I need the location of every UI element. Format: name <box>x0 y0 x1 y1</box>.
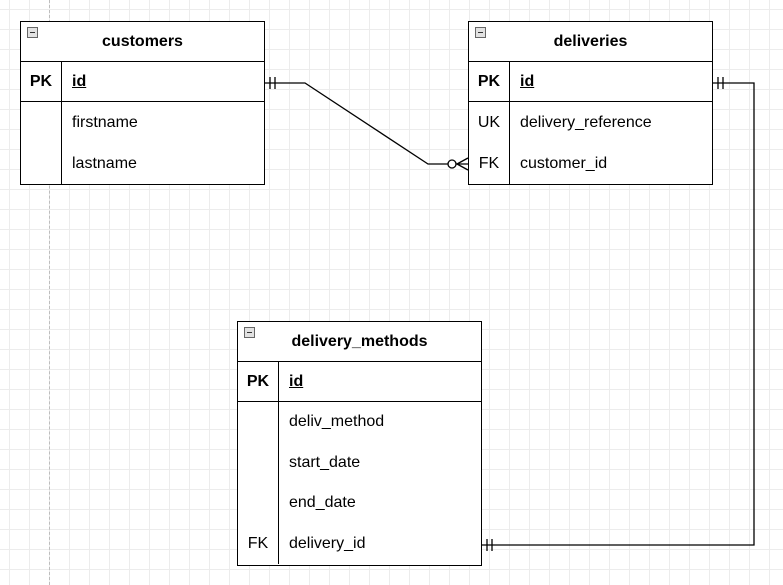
field-name: customer_id <box>520 154 608 172</box>
field-name: deliv_method <box>289 413 385 431</box>
field-row[interactable]: FK customer_id <box>469 143 712 184</box>
table-customers[interactable]: customers PK id firstname lastname <box>20 21 265 185</box>
relationship-deliveries-delivery-methods[interactable] <box>482 77 755 551</box>
collapse-icon[interactable] <box>475 27 486 38</box>
collapse-icon[interactable] <box>27 27 38 38</box>
key-label: FK <box>478 154 500 172</box>
field-name: delivery_id <box>289 534 366 552</box>
crow-foot-prong <box>456 157 469 165</box>
table-body: PK id deliv_method start_date end_date F… <box>238 362 481 564</box>
table-header[interactable]: customers <box>21 22 264 62</box>
table-title: customers <box>102 32 183 50</box>
key-label: PK <box>29 72 53 90</box>
field-row[interactable]: lastname <box>21 143 264 184</box>
key-label: PK <box>477 72 501 90</box>
crow-foot-prong <box>456 163 469 171</box>
collapse-icon[interactable] <box>244 327 255 338</box>
table-title: deliveries <box>553 32 628 50</box>
table-body: PK id UK delivery_reference FK customer_… <box>469 62 712 184</box>
field-name: id <box>520 72 535 90</box>
key-label: PK <box>246 372 270 390</box>
field-name: delivery_reference <box>520 113 652 131</box>
field-row[interactable]: UK delivery_reference <box>469 102 712 143</box>
field-name: firstname <box>72 113 138 131</box>
field-name: end_date <box>289 494 356 512</box>
field-row[interactable]: start_date <box>238 443 481 484</box>
table-delivery-methods[interactable]: delivery_methods PK id deliv_method star… <box>237 321 482 566</box>
field-name: id <box>289 372 304 390</box>
field-name: lastname <box>72 154 137 172</box>
table-deliveries[interactable]: deliveries PK id UK delivery_reference F… <box>468 21 713 185</box>
key-label: FK <box>247 534 269 552</box>
field-name: id <box>72 72 87 90</box>
key-column-divider <box>509 62 510 184</box>
key-column-divider <box>61 62 62 184</box>
field-row[interactable]: firstname <box>21 102 264 143</box>
key-label: UK <box>477 113 501 131</box>
zero-circle-marker <box>447 159 457 169</box>
table-body: PK id firstname lastname <box>21 62 264 184</box>
field-row[interactable]: deliv_method <box>238 402 481 443</box>
connector-line <box>482 82 755 546</box>
table-title: delivery_methods <box>291 332 428 350</box>
key-column-divider <box>278 362 279 564</box>
relationship-customers-deliveries[interactable] <box>265 77 469 171</box>
connector-line <box>265 82 468 165</box>
primary-key-row[interactable]: PK id <box>238 362 481 402</box>
field-name: start_date <box>289 453 361 471</box>
vertical-guide-line <box>49 0 50 585</box>
field-row[interactable]: end_date <box>238 483 481 524</box>
field-row[interactable]: FK delivery_id <box>238 524 481 565</box>
table-header[interactable]: deliveries <box>469 22 712 62</box>
primary-key-row[interactable]: PK id <box>469 62 712 102</box>
table-header[interactable]: delivery_methods <box>238 322 481 362</box>
primary-key-row[interactable]: PK id <box>21 62 264 102</box>
